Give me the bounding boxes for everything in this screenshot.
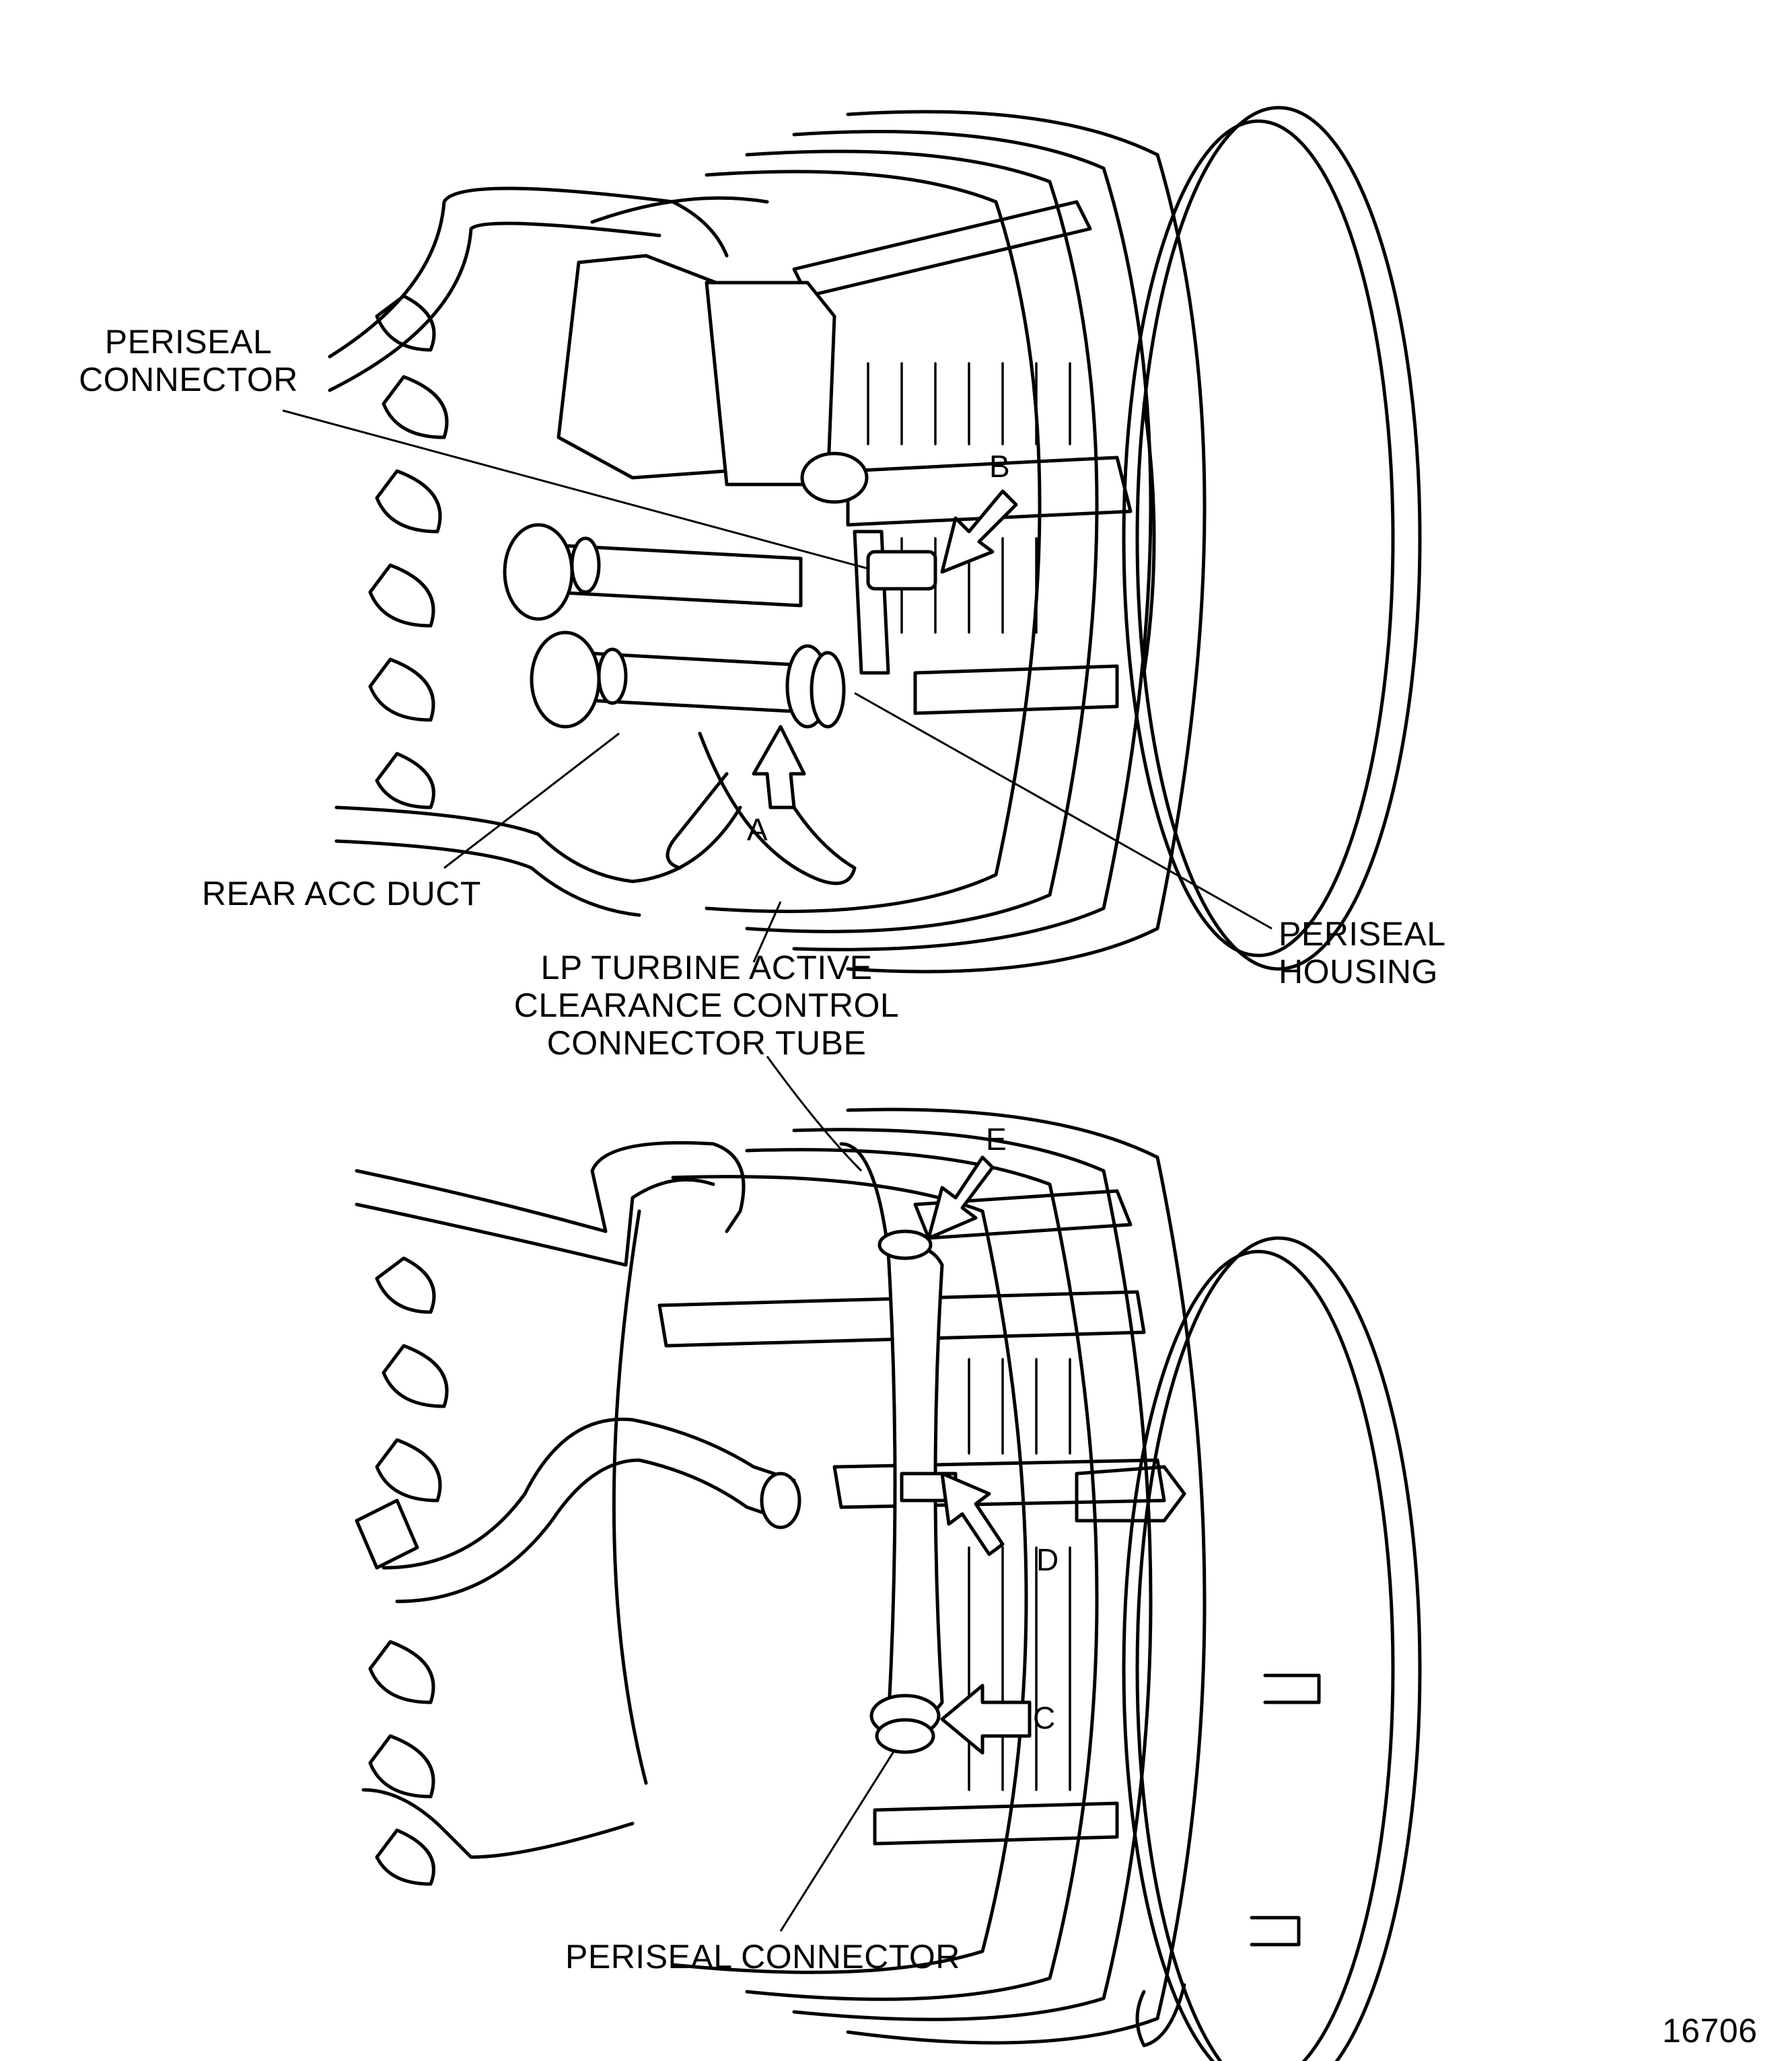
- top-upper-pipe-inner: [328, 221, 661, 392]
- leader-periseal-connector-bottom: [779, 1749, 896, 1932]
- leader-rear-acc-duct: [443, 732, 620, 869]
- top-upper-bracket: [792, 200, 1092, 298]
- callout-e: E: [986, 1122, 1007, 1157]
- top-fan-blades: [368, 294, 449, 809]
- top-upper-pipe: [328, 186, 729, 359]
- top-case-band-1: [846, 110, 1207, 974]
- lp-turbine-connector-elbow: [698, 731, 857, 885]
- top-case-seam: [1142, 402, 1156, 675]
- bottom-view-arrows: [927, 1155, 1032, 1755]
- label-rear-acc-duct: REAR ACC DUCT: [202, 875, 481, 912]
- arrow-a: [752, 725, 806, 809]
- top-duct-housing-right: [705, 281, 836, 486]
- top-front-ring: [590, 196, 769, 224]
- arrow-c: [940, 1684, 1032, 1755]
- leader-periseal-housing: [854, 692, 1273, 930]
- label-periseal-connector-top: PERISEAL CONNECTOR: [79, 323, 298, 398]
- label-lp-turbine-connector-tube: LP TURBINE ACTIVE CLEARANCE CONTROL CONN…: [513, 949, 900, 1062]
- bottom-case-ribs: [968, 1358, 1071, 1791]
- leader-lp-turbine: [752, 901, 782, 963]
- bottom-case-band-4: [671, 1175, 1028, 1974]
- bottom-rear-flange-outer: [1135, 1236, 1422, 2061]
- top-case-ribs: [846, 362, 1133, 634]
- callout-a: A: [747, 812, 768, 847]
- bottom-front-ring: [612, 1209, 648, 1785]
- label-periseal-housing: PERISEAL HOUSING: [1279, 915, 1446, 990]
- rear-acc-duct-lower-flange: [530, 630, 601, 729]
- bottom-upper-bracket: [657, 1290, 1146, 1348]
- bottom-fan-blades: [368, 1256, 449, 1886]
- top-periseal-connector-sleeve: [866, 550, 937, 591]
- bottom-pipe-end-fitting: [355, 1498, 419, 1570]
- top-rear-flange-inner: [1122, 119, 1395, 957]
- top-lower-bracket: [913, 664, 1119, 715]
- figure-number: 16706: [1662, 2012, 1758, 2050]
- top-lower-pipe: [334, 805, 742, 883]
- top-rear-flange-outer: [1135, 106, 1422, 971]
- bottom-mid-pipe-inner: [395, 1458, 789, 1603]
- arrow-d: [940, 1472, 1005, 1556]
- rear-bolt-upper: [1263, 1673, 1321, 1704]
- bottom-case-band-1: [846, 1108, 1207, 2045]
- leader-lines: [282, 409, 1273, 1932]
- top-case-band-2: [792, 130, 1153, 951]
- bottom-middle-bracket: [832, 1458, 1166, 1509]
- bottom-engine-view: [355, 1108, 1422, 2061]
- bottom-rear-flange-inner: [1122, 1250, 1395, 2061]
- top-view-arrows: [752, 489, 1018, 809]
- bottom-case-band-3: [745, 1148, 1099, 2001]
- top-engine-view: [328, 106, 1422, 974]
- top-lower-pipe-inner: [334, 839, 641, 917]
- callout-b: B: [989, 449, 1011, 484]
- rear-bolt-lower: [1250, 1916, 1301, 1947]
- callout-c: C: [1033, 1700, 1056, 1735]
- arrow-b: [940, 489, 1018, 574]
- leader-lp-turbine-tube: [766, 1056, 863, 1172]
- bottom-lower-pipe: [361, 1788, 635, 1859]
- bottom-top-bracket: [913, 1189, 1133, 1240]
- bottom-upper-pipe-inner: [355, 1178, 715, 1267]
- rear-acc-duct-upper-flange: [503, 523, 574, 621]
- label-periseal-connector-bottom: PERISEAL CONNECTOR: [565, 1938, 960, 1976]
- top-duct-outlet: [800, 451, 869, 504]
- bottom-lower-bracket: [873, 1801, 1119, 1846]
- bottom-case-band-2: [792, 1128, 1153, 2021]
- upper-tube-collar: [877, 1229, 933, 1260]
- callout-d: D: [1036, 1542, 1059, 1577]
- top-case-band-3: [745, 149, 1099, 933]
- bottom-upper-pipe: [355, 1141, 746, 1233]
- bottom-mid-pipe: [382, 1417, 796, 1570]
- leader-periseal-connector-top: [282, 409, 869, 570]
- arrow-e: [927, 1155, 995, 1240]
